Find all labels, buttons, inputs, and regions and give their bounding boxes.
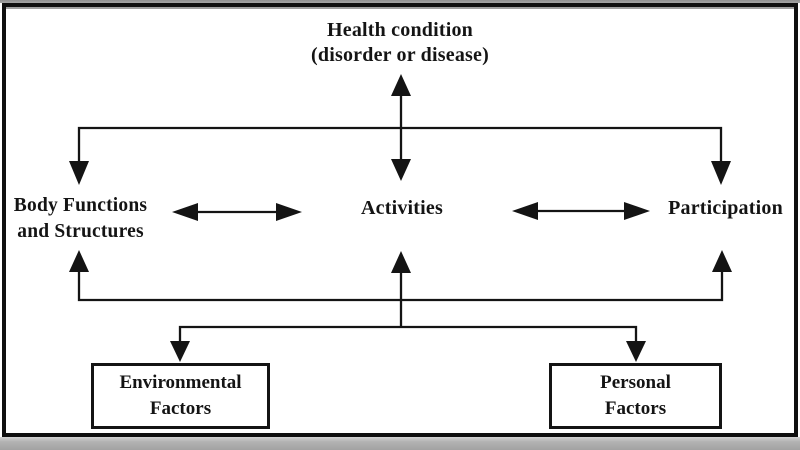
node-environmental-factors: Environmental Factors xyxy=(91,363,270,429)
body-functions-line1: Body Functions xyxy=(13,195,148,216)
node-body-functions: Body Functions and Structures xyxy=(0,193,161,245)
health-condition-line2: (disorder or disease) xyxy=(311,44,489,66)
environmental-factors-line2: Factors xyxy=(149,398,212,419)
node-participation: Participation xyxy=(668,197,783,219)
bottom-edge-strip xyxy=(0,437,800,450)
body-functions-line2: and Structures xyxy=(17,221,144,242)
top-edge-strip xyxy=(0,0,800,3)
personal-factors-line1: Personal xyxy=(600,372,671,393)
personal-factors-line2: Factors xyxy=(604,398,667,419)
health-condition-line1: Health condition xyxy=(327,19,473,41)
environmental-factors-line1: Environmental xyxy=(119,372,242,393)
node-health-condition: Health condition (disorder or disease) xyxy=(270,18,530,68)
frame-inner-shadow xyxy=(6,7,794,9)
node-personal-factors: Personal Factors xyxy=(549,363,722,429)
node-activities: Activities xyxy=(361,197,443,219)
